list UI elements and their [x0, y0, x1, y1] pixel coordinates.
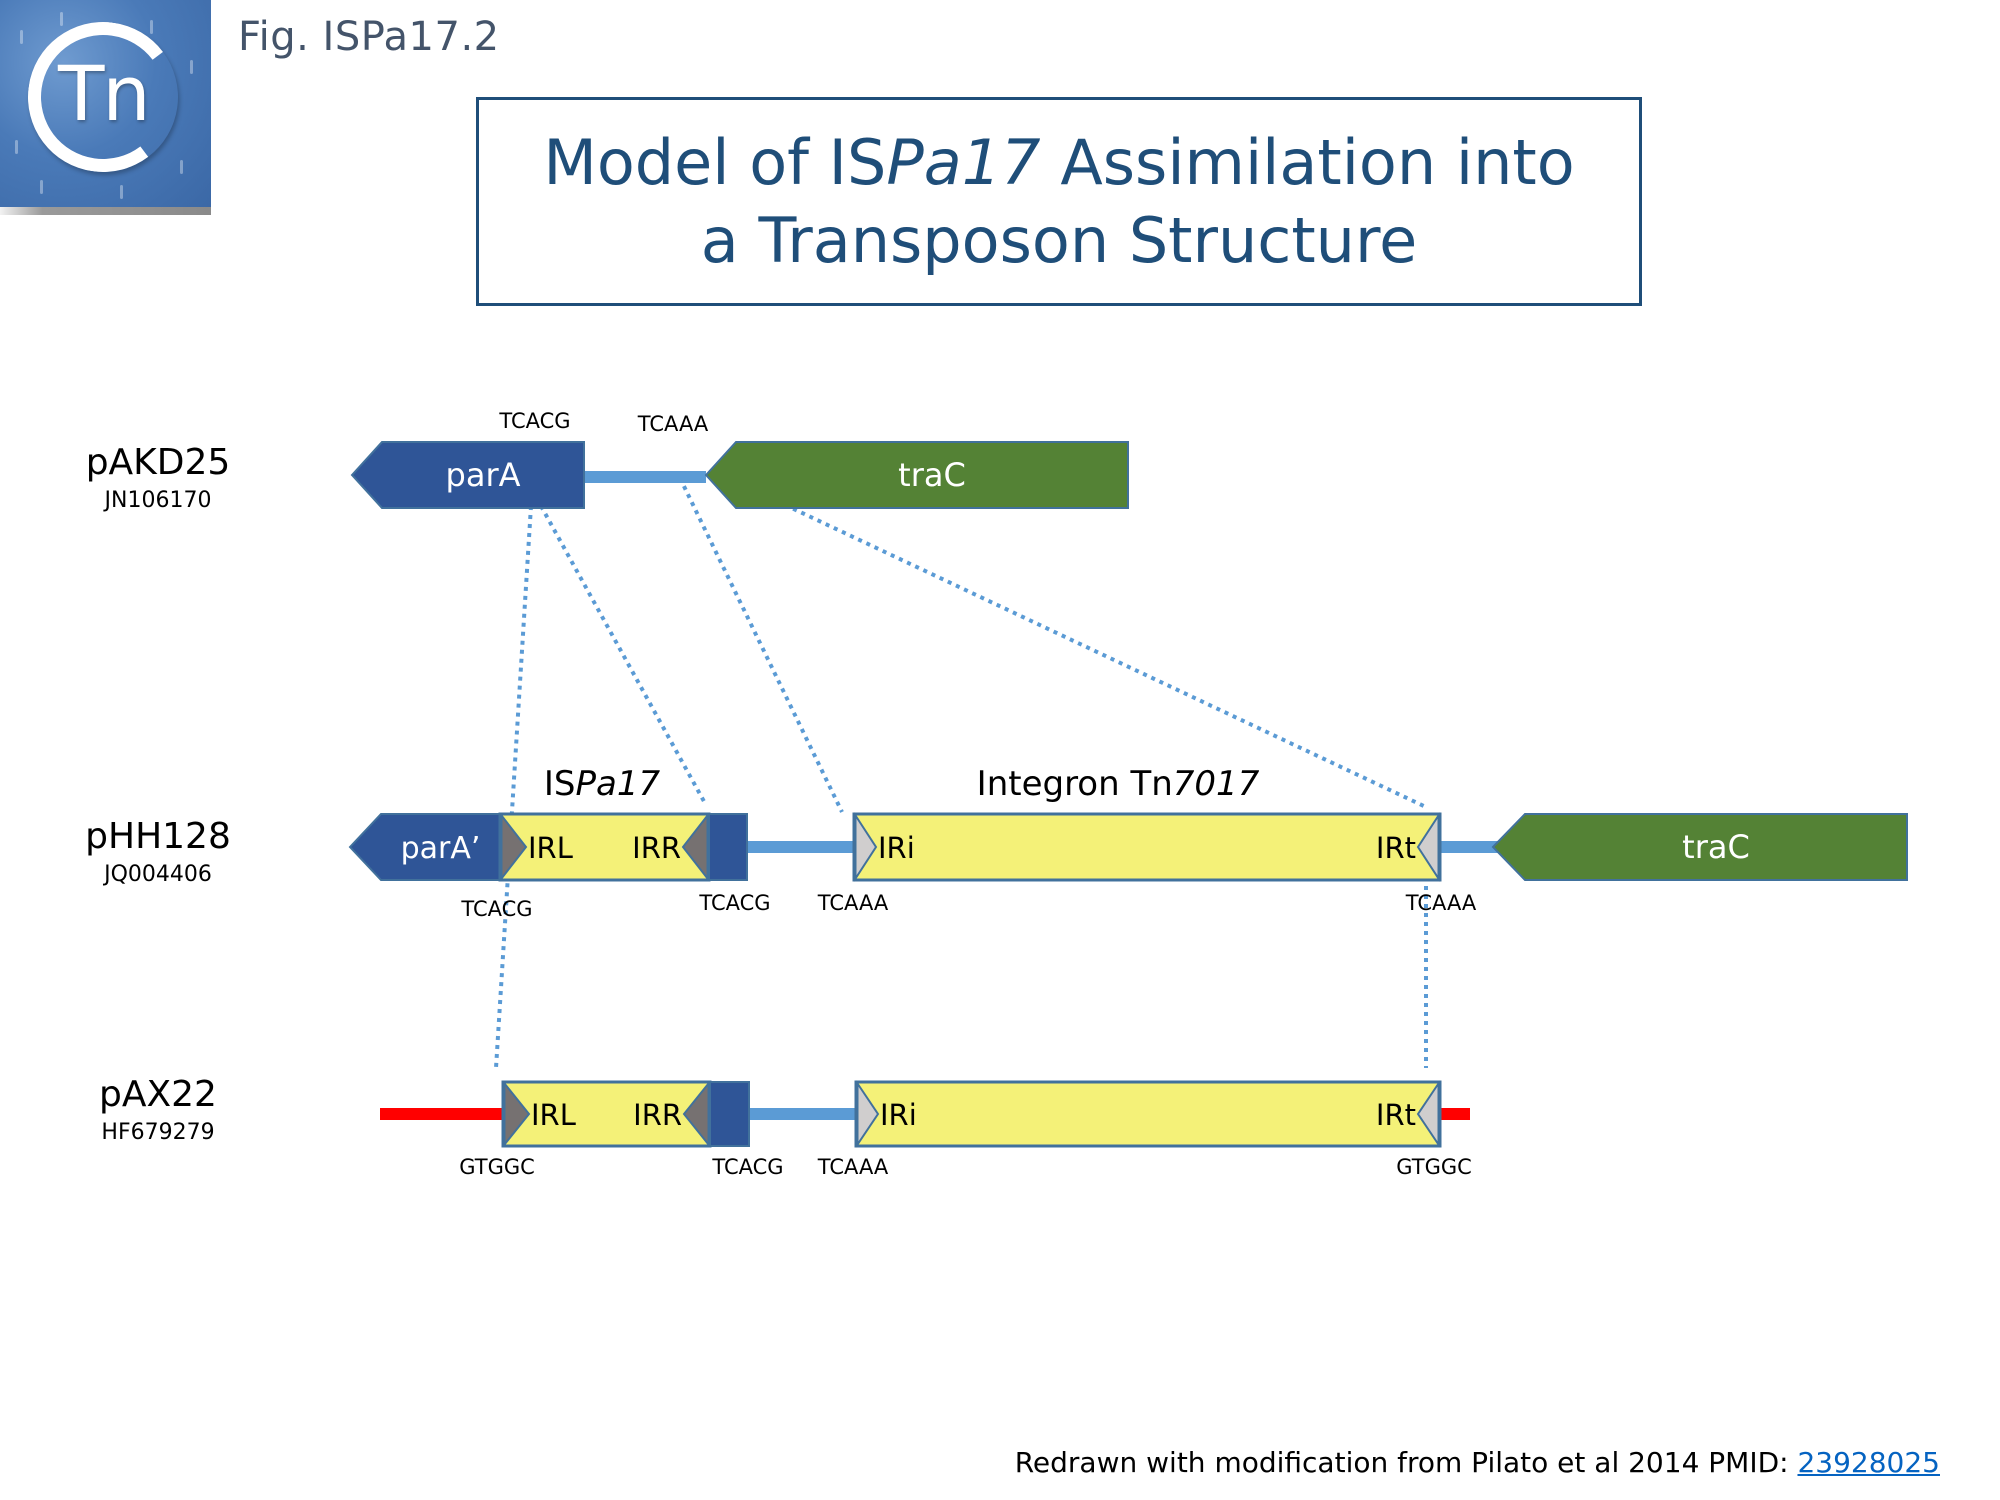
row-phh128-ispa17-right-ir-label: IRR — [632, 831, 681, 865]
row-pax22-ispa17-right-ir-label: IRR — [633, 1098, 682, 1132]
footnote: Redrawn with modification from Pilato et… — [1015, 1446, 1940, 1479]
row-pax22-site-2: TCACG — [711, 1155, 783, 1179]
row-phh128-ispa17-name: ISPa17 — [544, 764, 661, 804]
row-phh128-ispa17-right-ir-icon — [681, 812, 709, 882]
mapping-line-left-is-boundary — [494, 505, 533, 1069]
row-pakd25-gene-para-label: parA — [446, 456, 521, 494]
page-title: Model of ISPa17 Assimilation into a Tran… — [476, 97, 1642, 306]
row-pax22-site-3: TCAAA — [817, 1155, 889, 1179]
pmid-link[interactable]: 23928025 — [1797, 1446, 1940, 1479]
row-pax22-integron-right-ir-label: IRt — [1376, 1098, 1416, 1132]
row-pax22-site-4: GTGGC — [1396, 1155, 1472, 1179]
row-pakd25-name: pAKD25 — [86, 442, 231, 483]
row-phh128-integron-left-ir-icon — [854, 812, 878, 882]
row-phh128-integron-name: Integron Tn7017 — [977, 764, 1260, 804]
logo-shadow-strip — [0, 207, 211, 215]
row-pax22-integron-left-ir-label: IRi — [880, 1098, 917, 1132]
row-phh128-backbone-right — [1440, 841, 1500, 853]
row-phh128-ispa17-left-ir-label: IRL — [528, 831, 573, 865]
row-phh128-integron-right-ir-icon — [1416, 812, 1440, 882]
mapping-line-integron-left — [678, 477, 844, 813]
title-italic: Pa17 — [886, 126, 1041, 199]
row-phh128-accession: JQ004406 — [102, 862, 212, 887]
row-pax22-integron-right-ir-icon — [1416, 1080, 1440, 1148]
title-text: Model of IS — [543, 126, 887, 199]
row-phh128-name: pHH128 — [85, 816, 231, 857]
mapping-line-right-is-boundary — [539, 505, 708, 806]
logo-text: Tn — [58, 49, 151, 138]
row-pakd25-backbone — [578, 471, 706, 483]
row-phh128-site-2: TCACG — [698, 891, 770, 915]
row-phh128-gene-para-prime-label: parA’ — [401, 831, 481, 866]
row-phh128-site-4: TCAAA — [1405, 891, 1477, 915]
row-pakd25-gene-trac — [704, 441, 1129, 509]
figure-label: Fig. ISPa17.2 — [238, 14, 500, 60]
row-pax22-flank-left — [380, 1108, 503, 1120]
tn-logo: Tn — [0, 0, 211, 207]
row-pax22-name: pAX22 — [99, 1074, 217, 1115]
row-phh128-ispa17-left-ir-icon — [500, 812, 528, 882]
row-phh128-integron-left-ir-label: IRi — [878, 831, 915, 865]
row-pakd25-gene-para — [350, 441, 585, 509]
row-phh128-integron-right-ir-label: IRt — [1376, 831, 1416, 865]
title-text: Assimilation into — [1040, 126, 1575, 199]
row-phh128-dr-block — [708, 813, 748, 881]
row-pax22-ispa17-left-ir-icon — [503, 1080, 531, 1148]
mapping-line-integron-right — [727, 476, 1429, 810]
row-pax22-flank-right — [1440, 1108, 1470, 1120]
row-pax22-accession: HF679279 — [101, 1120, 214, 1145]
row-pax22-integron-left-ir-icon — [856, 1080, 880, 1148]
row-phh128-backbone-mid — [740, 841, 856, 853]
row-pax22-ispa17-left-ir-label: IRL — [531, 1098, 576, 1132]
row-pax22-dr-block — [709, 1081, 750, 1147]
title-line-1: Model of ISPa17 Assimilation into — [543, 124, 1574, 202]
title-line-2: a Transposon Structure — [700, 203, 1418, 277]
row-pakd25-accession: JN106170 — [103, 488, 212, 513]
row-phh128-ispa17 — [498, 812, 711, 882]
row-phh128-gene-trac-label: traC — [1682, 828, 1750, 866]
row-pax22-site-1: GTGGC — [459, 1155, 535, 1179]
row-phh128-integron — [852, 812, 1442, 882]
row-pax22-ispa17-right-ir-icon — [682, 1080, 710, 1148]
row-pakd25-site-1: TCACG — [498, 409, 570, 433]
row-phh128-gene-trac — [1491, 813, 1908, 881]
row-phh128-site-3: TCAAA — [817, 891, 889, 915]
row-pax22-integron — [854, 1080, 1442, 1148]
row-phh128-site-1: TCACG — [460, 897, 532, 921]
row-pakd25-site-2: TCAAA — [637, 412, 709, 436]
footnote-text: Redrawn with modification from Pilato et… — [1014, 1446, 1798, 1479]
row-pakd25-gene-trac-label: traC — [898, 456, 966, 494]
row-pax22-backbone-mid — [748, 1108, 856, 1120]
